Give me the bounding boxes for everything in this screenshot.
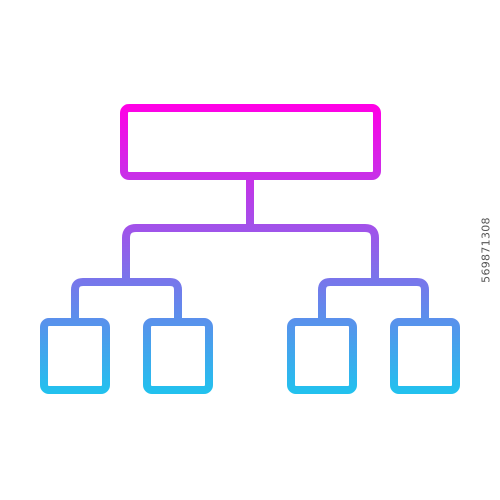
child-node-box-2 [143,318,213,394]
stock-id-text: 569871308 [479,217,493,283]
child-node-box-3 [287,318,357,394]
child-node-box-4 [390,318,460,394]
connector-left-split [71,278,182,326]
child-node-box-1 [40,318,110,394]
connector-right-split [318,278,429,326]
connector-branch [122,224,379,286]
top-node-box [120,104,381,180]
